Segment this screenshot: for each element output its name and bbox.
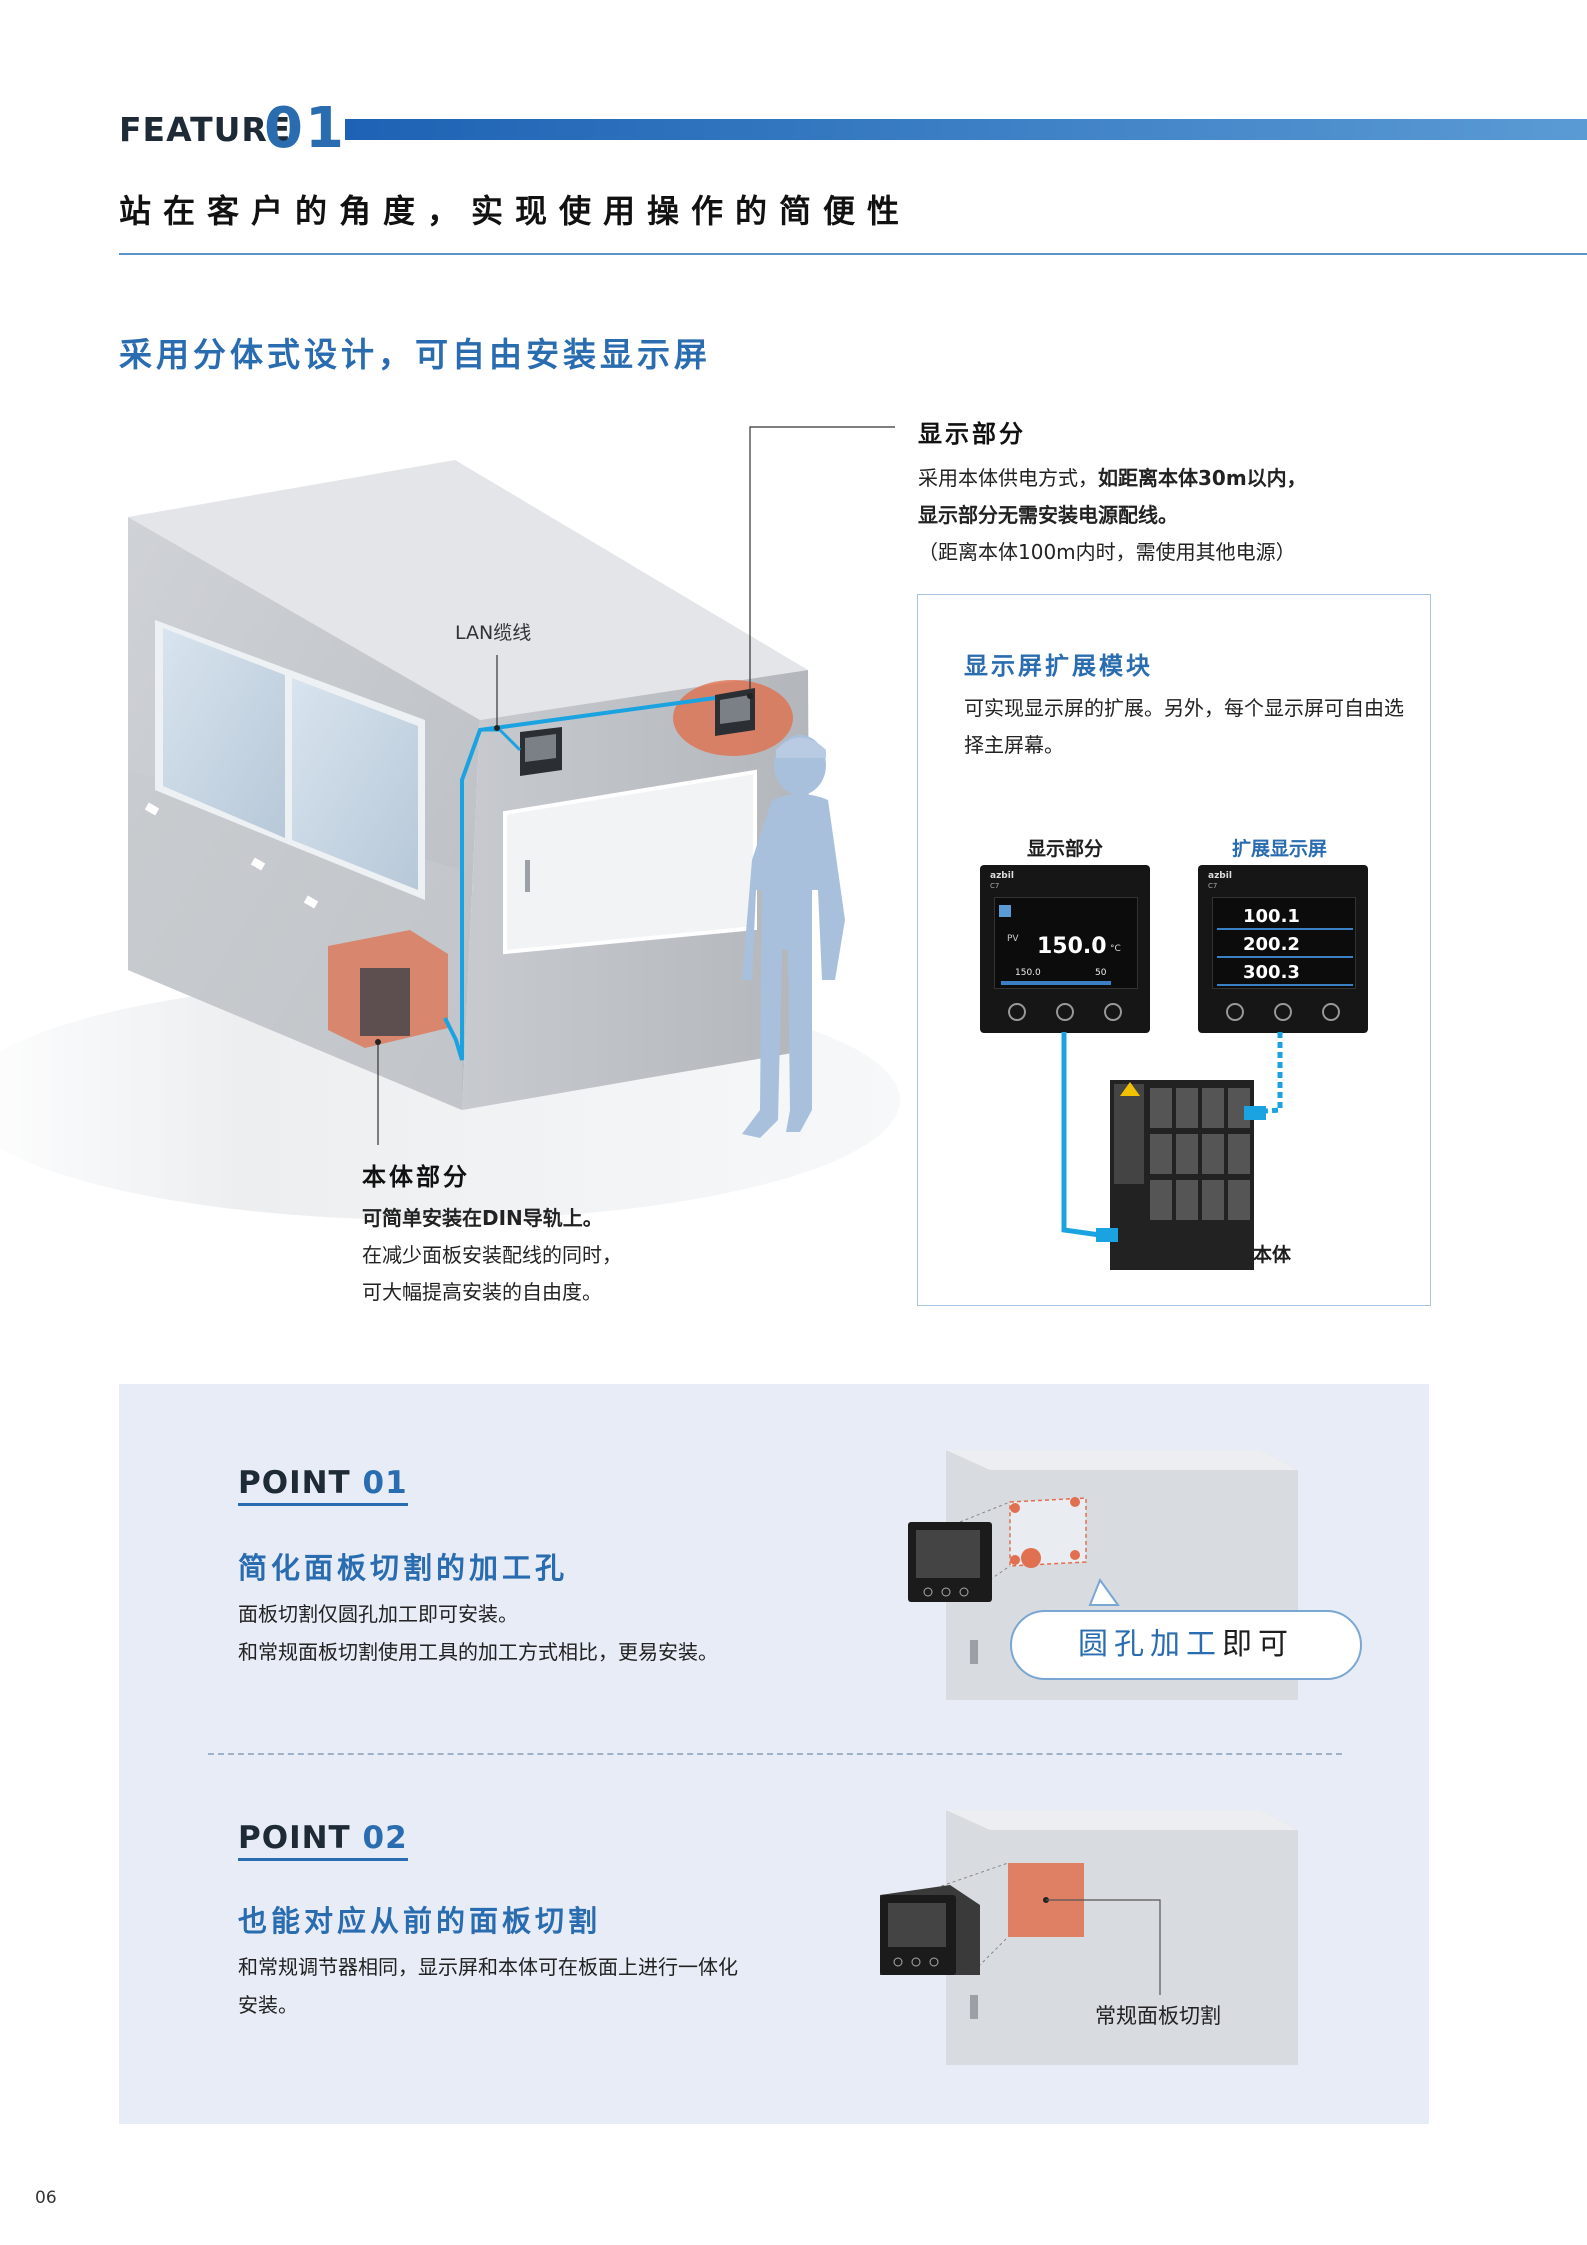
section-title: 采用分体式设计，可自由安装显示屏: [119, 335, 711, 374]
point-02-line1: 和常规调节器相同，显示屏和本体可在板面上进行一体化: [238, 1955, 738, 1979]
body-part-line3: 可大幅提高安装的自由度。: [362, 1280, 602, 1304]
point-02-line2: 安装。: [238, 1993, 298, 2017]
body-device-label: 本体: [1253, 1244, 1292, 1266]
point-01-title: 简化面板切割的加工孔: [238, 1551, 569, 1585]
display-part-line1-prefix: 采用本体供电方式，: [918, 466, 1098, 490]
installation-illustration: [0, 426, 900, 1220]
body-part-text: 可简单安装在DIN导轨上。 在减少面板安装配线的同时， 可大幅提高安装的自由度。: [362, 1200, 762, 1311]
pv-value: 150.0: [1037, 934, 1107, 959]
point-01-tag: POINT 01: [238, 1465, 408, 1506]
feature-number: 01: [264, 96, 346, 161]
page-number: 06: [35, 2188, 57, 2208]
extension-module-title: 显示屏扩展模块: [964, 652, 1153, 680]
extension-screen: 100.1 200.2 300.3: [1212, 897, 1356, 989]
display-device-label: 显示部分: [1027, 838, 1104, 860]
display-part-line3: （距离本体100m内时，需使用其他电源）: [918, 540, 1296, 564]
conventional-cutout-label: 常规面板切割: [1095, 2004, 1221, 2028]
display-part-line2-bold: 显示部分无需安装电源配线。: [918, 503, 1178, 527]
body-part-title: 本体部分: [362, 1163, 470, 1191]
points-divider: [208, 1753, 1342, 1755]
display-brand: azbil: [990, 871, 1014, 881]
point-02-title: 也能对应从前的面板切割: [238, 1904, 602, 1938]
title-divider: [119, 253, 1587, 255]
controller-body-illustration: [1061, 1032, 1283, 1270]
bubble-rest: 即可: [1222, 1627, 1294, 1662]
menu-icon: [1104, 1003, 1122, 1021]
point-02-tag: POINT 02: [238, 1820, 408, 1861]
mode-icon: [1056, 1003, 1074, 1021]
ext-value-3: 300.3: [1243, 962, 1300, 983]
back-icon: [1008, 1003, 1026, 1021]
bubble-highlight: 圆孔加工: [1078, 1627, 1222, 1662]
feature-label: FEATURE: [119, 110, 292, 149]
display-part-title: 显示部分: [918, 420, 1026, 448]
page-title: 站在客户的角度，实现使用操作的简便性: [119, 192, 912, 230]
extension-display-device: azbil C7 100.1 200.2 300.3: [1198, 865, 1368, 1033]
extension-device-label: 扩展显示屏: [1232, 838, 1328, 860]
display-part-line1-bold: 如距离本体30m以内，: [1098, 466, 1307, 490]
mv-value: 50: [1095, 968, 1107, 978]
body-part-line2: 在减少面板安装配线的同时，: [362, 1243, 622, 1267]
point-02-number: 02: [362, 1820, 408, 1856]
point-01-number: 01: [362, 1465, 408, 1501]
ext-mode-icon: [1274, 1003, 1292, 1021]
display-model: C7: [990, 882, 1000, 890]
point-01-line2: 和常规面板切割使用工具的加工方式相比，更易安装。: [238, 1640, 718, 1664]
point-02-tag-text: POINT: [238, 1820, 351, 1856]
extension-module-text: 可实现显示屏的扩展。另外，每个显示屏可自由选择主屏幕。: [964, 696, 1404, 757]
point-01-text: 面板切割仅圆孔加工即可安装。 和常规面板切割使用工具的加工方式相比，更易安装。: [238, 1595, 798, 1671]
sp-value: 150.0: [1015, 968, 1041, 978]
ext-back-icon: [1226, 1003, 1244, 1021]
ext-brand: azbil: [1208, 871, 1232, 881]
display-device: azbil C7 PV 150.0 °C 150.0 50: [980, 865, 1150, 1033]
point-01-tag-text: POINT: [238, 1465, 351, 1501]
pv-unit: °C: [1110, 944, 1121, 954]
display-screen: PV 150.0 °C 150.0 50: [994, 897, 1138, 989]
body-part-line1-bold: 可简单安装在DIN导轨上。: [362, 1206, 603, 1230]
lan-cable-label: LAN缆线: [455, 622, 532, 644]
display-part-text: 采用本体供电方式，如距离本体30m以内， 显示部分无需安装电源配线。 （距离本体…: [918, 460, 1398, 571]
ext-value-2: 200.2: [1243, 934, 1300, 955]
pv-label: PV: [1007, 934, 1019, 944]
point-02-illustration: [880, 1810, 1298, 2065]
ext-value-1: 100.1: [1243, 906, 1300, 927]
point-02-text: 和常规调节器相同，显示屏和本体可在板面上进行一体化 安装。: [238, 1948, 798, 2024]
point-01-line1: 面板切割仅圆孔加工即可安装。: [238, 1602, 518, 1626]
feature-bar: [345, 119, 1587, 140]
round-hole-bubble: 圆孔加工即可: [1010, 1610, 1362, 1680]
ext-menu-icon: [1322, 1003, 1340, 1021]
ext-model: C7: [1208, 882, 1218, 890]
